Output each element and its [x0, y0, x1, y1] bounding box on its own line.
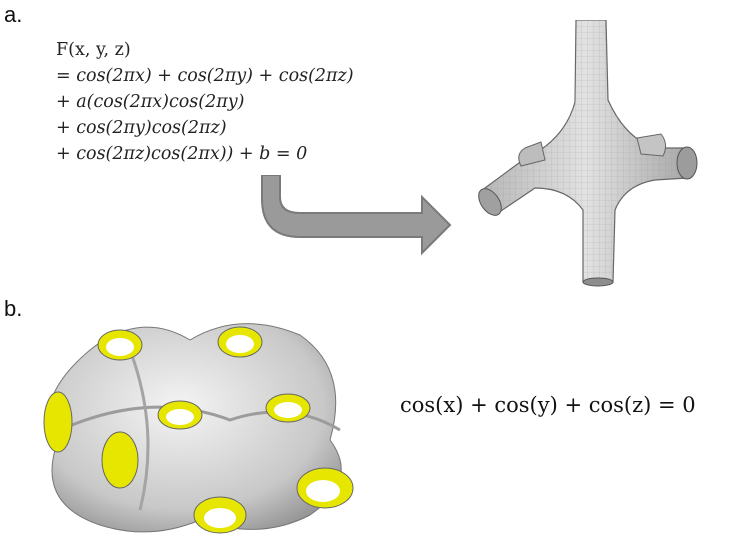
equation-line: = cos(2πx) + cos(2πy) + cos(2πz): [56, 66, 354, 86]
surface-openings: [43, 326, 354, 534]
equation-line: + cos(2πy)cos(2πz): [56, 118, 227, 138]
opening-hole: [226, 335, 254, 353]
opening-hole: [166, 409, 194, 425]
equation-line: + a(cos(2πx)cos(2πy): [56, 92, 245, 112]
equation-b: cos(x) + cos(y) + cos(z) = 0: [400, 393, 696, 417]
surface-body: [47, 323, 342, 533]
opening-hole: [106, 338, 134, 356]
node-body: [478, 20, 698, 287]
opening: [43, 391, 73, 453]
equation-block-a: F(x, y, z) = cos(2πx) + cos(2πy) + cos(2…: [56, 37, 354, 167]
opening-hole: [306, 480, 340, 502]
equation-line: F(x, y, z): [56, 40, 131, 60]
curved-arrow: [261, 175, 452, 256]
tetrapod-node-render: [478, 20, 698, 287]
equation-line: + cos(2πz)cos(2πx)) + b = 0: [56, 144, 308, 164]
panel-label-a: a.: [4, 2, 23, 27]
opening-hole: [274, 402, 302, 418]
triply-periodic-surface-render: [43, 323, 354, 534]
opening-hole: [204, 508, 236, 528]
opening: [101, 431, 139, 489]
arrow-shape: [261, 175, 452, 256]
panel-label-b: b.: [4, 296, 23, 321]
